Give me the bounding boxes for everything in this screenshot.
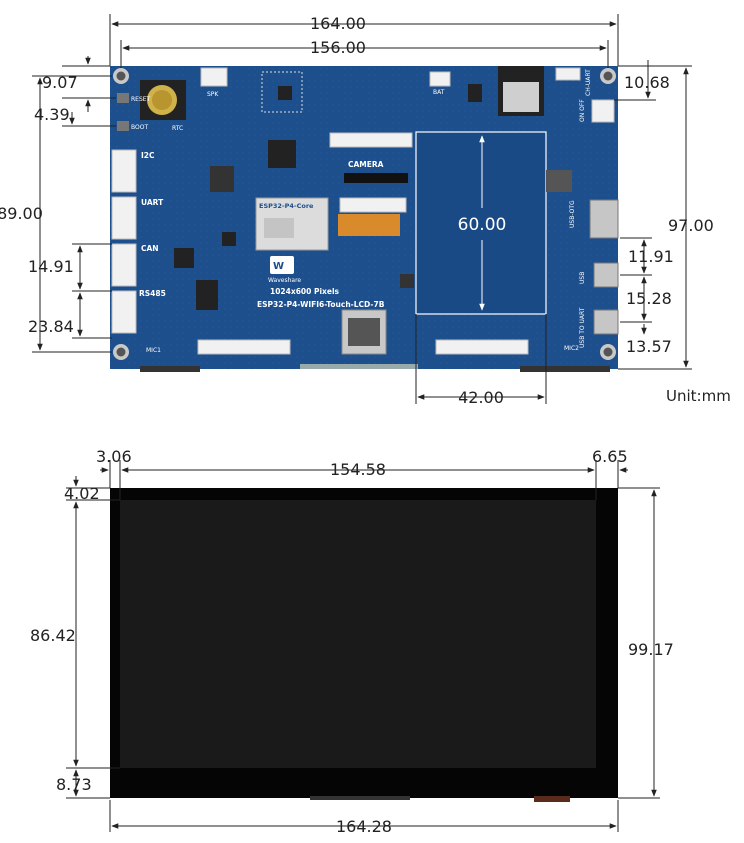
ch-uart-label: CH-UART bbox=[585, 69, 592, 96]
dim-bottom-width-overall: 164.28 bbox=[336, 817, 392, 836]
usb-otg-label: USB-OTG bbox=[569, 200, 576, 228]
dim-bottom-screen-height: 86.42 bbox=[30, 626, 76, 645]
dim-width-holes: 156.00 bbox=[310, 38, 366, 57]
camera-connector: CAMERA bbox=[329, 132, 413, 236]
board-branding: W Waveshare 1024x600 Pixels ESP32-P4-WIF… bbox=[257, 256, 385, 309]
dim-left-spacing-2: 23.84 bbox=[28, 317, 74, 336]
screen-connector-area bbox=[415, 131, 547, 315]
left-connectors: I2C UART CAN RS485 bbox=[111, 149, 166, 334]
dim-height-holes: 89.00 bbox=[0, 204, 43, 223]
dim-right-mid-1: 11.91 bbox=[628, 247, 674, 266]
bat-label: BAT bbox=[433, 89, 445, 96]
lcd-panel bbox=[110, 488, 618, 802]
uart-label: UART bbox=[141, 198, 164, 207]
bottom-dimension-labels: 3.06 154.58 6.65 4.02 86.42 8.73 99.17 1… bbox=[30, 447, 674, 836]
rtc-battery-holder: RTC bbox=[140, 80, 186, 132]
side-buttons: RESET BOOT bbox=[117, 93, 151, 131]
wifi-module bbox=[498, 66, 544, 116]
spk-label: SPK bbox=[207, 91, 219, 98]
i2c-label: I2C bbox=[141, 151, 155, 160]
misc-components bbox=[174, 71, 572, 310]
mounting-holes bbox=[113, 68, 616, 360]
unit-label: Unit:mm bbox=[666, 387, 731, 405]
dim-left-small-2: 4.39 bbox=[34, 105, 70, 124]
dim-screen-area-height: 60.00 bbox=[458, 215, 507, 235]
brand-label: Waveshare bbox=[268, 277, 301, 284]
bottom-dimension-lines bbox=[66, 460, 660, 832]
dim-right-mid-2: 15.28 bbox=[626, 289, 672, 308]
usb-to-uart-label: USB TO UART bbox=[579, 307, 586, 348]
top-dimension-labels: 164.00 156.00 89.00 9.07 4.39 14.91 23.8… bbox=[0, 14, 731, 407]
mic1-label: MIC1 bbox=[146, 347, 161, 354]
dim-screen-area-width: 42.00 bbox=[458, 388, 504, 407]
dim-bottom-height-overall: 99.17 bbox=[628, 640, 674, 659]
dim-left-spacing-1: 14.91 bbox=[28, 257, 74, 276]
core-module-label: ESP32-P4-Core bbox=[259, 202, 314, 210]
dim-width-overall: 164.00 bbox=[310, 14, 366, 33]
dim-bottom-left-margin: 3.06 bbox=[96, 447, 132, 466]
dim-bottom-right-margin: 6.65 bbox=[592, 447, 628, 466]
dim-bottom-bottom-margin: 8.73 bbox=[56, 775, 92, 794]
dim-height-overall: 97.00 bbox=[668, 216, 714, 235]
core-module: ESP32-P4-Core bbox=[255, 197, 329, 251]
camera-label: CAMERA bbox=[348, 160, 384, 169]
dim-right-mid-3: 13.57 bbox=[626, 337, 672, 356]
boot-label: BOOT bbox=[131, 124, 148, 131]
rs485-label: RS485 bbox=[139, 289, 166, 298]
dim-left-small-1: 9.07 bbox=[42, 73, 78, 92]
usb-ports: USB-OTG USB USB TO UART CH-UART ON OFF bbox=[555, 67, 619, 348]
top-dimension-lines bbox=[32, 14, 692, 404]
resolution-label: 1024x600 Pixels bbox=[270, 287, 340, 296]
reset-label: RESET bbox=[131, 96, 151, 103]
svg-text:W: W bbox=[273, 261, 284, 272]
mic2-label: MIC2 bbox=[564, 345, 579, 352]
speaker-connector: SPK bbox=[200, 67, 228, 98]
can-label: CAN bbox=[141, 244, 159, 253]
bottom-headers: MIC1 MIC2 bbox=[146, 339, 579, 355]
rtc-label: RTC bbox=[172, 125, 183, 132]
usb-label: USB bbox=[579, 272, 586, 284]
on-off-label: ON OFF bbox=[579, 99, 586, 122]
dim-bottom-top-margin: 4.02 bbox=[64, 484, 100, 503]
dim-bottom-screen-width: 154.58 bbox=[330, 460, 386, 479]
dim-right-top: 10.68 bbox=[624, 73, 670, 92]
sd-card-slot bbox=[341, 309, 387, 355]
bat-connector: BAT bbox=[429, 71, 451, 96]
model-label: ESP32-P4-WIFI6-Touch-LCD-7B bbox=[257, 300, 385, 309]
